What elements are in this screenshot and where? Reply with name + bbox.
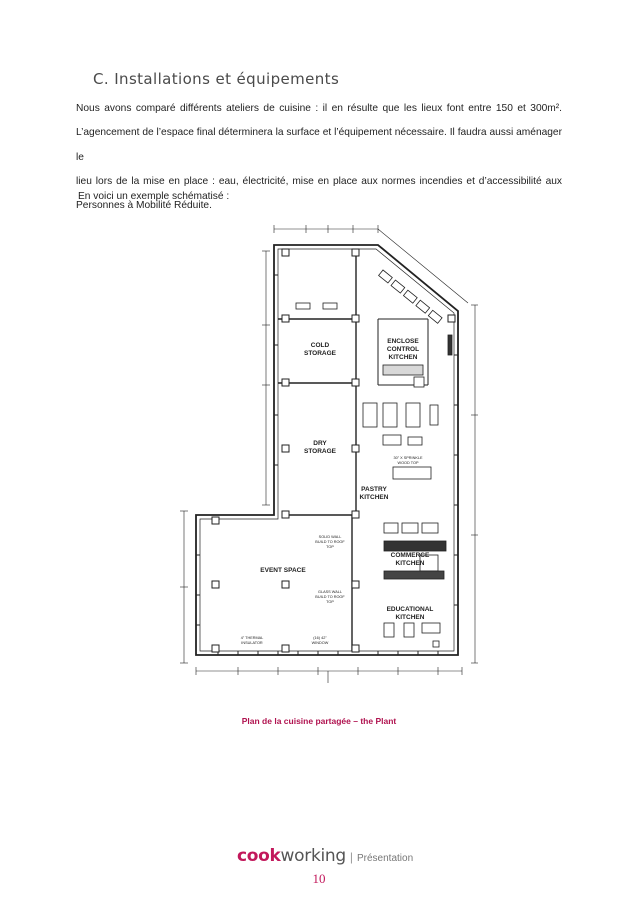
plan-note: BUILD TO ROOF xyxy=(315,595,345,599)
room-label: STORAGE xyxy=(304,350,337,357)
logo-subtitle: Présentation xyxy=(357,853,414,864)
plan-note: INSULATOR xyxy=(241,641,263,645)
plan-note: TOP xyxy=(326,545,334,549)
intro-text: En voici un exemple schématisé : xyxy=(78,191,230,202)
paragraph-line: Personnes à Mobilité Réduite. xyxy=(76,200,212,212)
plan-note: TOP xyxy=(326,600,334,604)
room-label: KITCHEN xyxy=(396,560,425,567)
room-label: STORAGE xyxy=(304,448,337,455)
plan-note: (16) 42" xyxy=(313,636,327,640)
logo-cook-text: cook xyxy=(237,846,281,866)
plan-note: SOLID WALL xyxy=(319,535,342,539)
paragraph-line: Nous avons comparé différents ateliers d… xyxy=(76,103,562,114)
room-label: KITCHEN xyxy=(396,614,425,621)
room-label: COLD xyxy=(311,342,330,349)
room-label: EDUCATIONAL xyxy=(387,606,434,613)
logo-working-text: working xyxy=(280,846,347,866)
room-label: PASTRY xyxy=(361,486,387,493)
room-label: ENCLOSE xyxy=(387,338,419,345)
plan-note: BUILD TO ROOF xyxy=(315,540,345,544)
room-label: COMMERCE xyxy=(391,552,430,559)
room-label: KITCHEN xyxy=(389,354,418,361)
logo-separator: | xyxy=(349,850,353,864)
plan-note: 30" X SPRINKLE xyxy=(394,456,423,460)
body-paragraph: Nous avons comparé différents ateliers d… xyxy=(76,97,562,218)
paragraph-line: lieu lors de la mise en place : eau, éle… xyxy=(76,175,562,187)
room-label: EVENT SPACE xyxy=(260,567,306,574)
paragraph-line: L’agencement de l’espace final détermine… xyxy=(76,127,562,163)
plan-note: GLASS WALL xyxy=(318,590,342,594)
plan-note: WINDOW xyxy=(312,641,329,645)
room-label: KITCHEN xyxy=(360,494,389,501)
floor-plan: COLD STORAGE DRY STORAGE ENCLOSE CONTROL… xyxy=(180,225,478,683)
figure-caption: Plan de la cuisine partagée – the Plant xyxy=(241,716,397,726)
page-number: 10 xyxy=(312,871,326,886)
plan-note: 4" THERMAL xyxy=(241,636,264,640)
section-title: C. Installations et équipements xyxy=(93,70,340,88)
room-label: CONTROL xyxy=(387,346,419,353)
room-label: DRY xyxy=(313,440,327,447)
plan-note: WOOD TOP xyxy=(398,461,419,465)
